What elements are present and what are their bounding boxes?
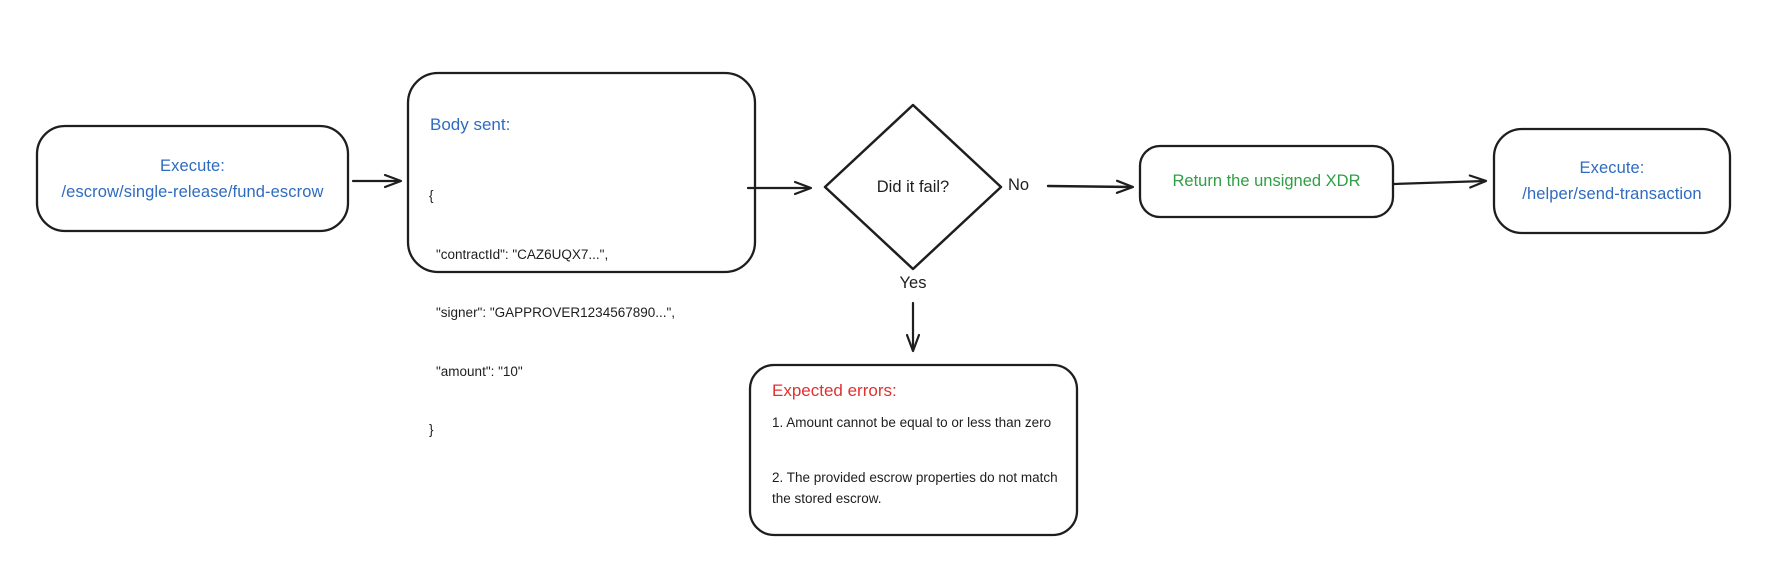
code-line: "amount": "10" — [436, 363, 523, 379]
expected-errors-node-shape — [748, 363, 1079, 537]
edge-label-yes: Yes — [899, 274, 927, 292]
body-sent-node-shape — [406, 71, 757, 274]
send-transaction-node-shape — [1492, 127, 1732, 235]
fund-escrow-line2: /escrow/single-release/fund-escrow — [61, 182, 324, 201]
send-transaction-line1: Execute: — [1579, 159, 1645, 177]
node-send-transaction: Execute: /helper/send-transaction — [1494, 129, 1730, 233]
error-item: 2. The provided escrow properties do not… — [772, 470, 1058, 506]
send-transaction-line2: /helper/send-transaction — [1522, 185, 1702, 203]
code-line: } — [429, 422, 434, 437]
arrow-return-to-send — [1392, 174, 1488, 189]
decision-diamond-shape — [823, 103, 1003, 271]
node-fund-escrow: Execute: /escrow/single-release/fund-esc… — [37, 126, 348, 231]
expected-errors-heading: Expected errors: — [772, 381, 897, 400]
body-sent-code: { "contractId": "CAZ6UQX7...", "signer":… — [429, 147, 675, 479]
node-return-xdr: Return the unsigned XDR — [1172, 172, 1361, 190]
fund-escrow-line1: Execute: — [159, 156, 225, 175]
arrow-no-to-return — [1046, 179, 1135, 194]
error-item: 1. Amount cannot be equal to or less tha… — [772, 415, 1052, 430]
return-xdr-node-shape — [1138, 144, 1395, 219]
code-line: "contractId": "CAZ6UQX7...", — [436, 246, 609, 262]
edge-label-no: No — [1008, 176, 1030, 194]
decision-label: Did it fail? — [876, 178, 950, 196]
fund-escrow-node-shape — [35, 124, 350, 233]
code-line: { — [429, 188, 434, 203]
code-line: "signer": "GAPPROVER1234567890...", — [436, 305, 676, 320]
body-sent-heading: Body sent: — [430, 115, 511, 134]
